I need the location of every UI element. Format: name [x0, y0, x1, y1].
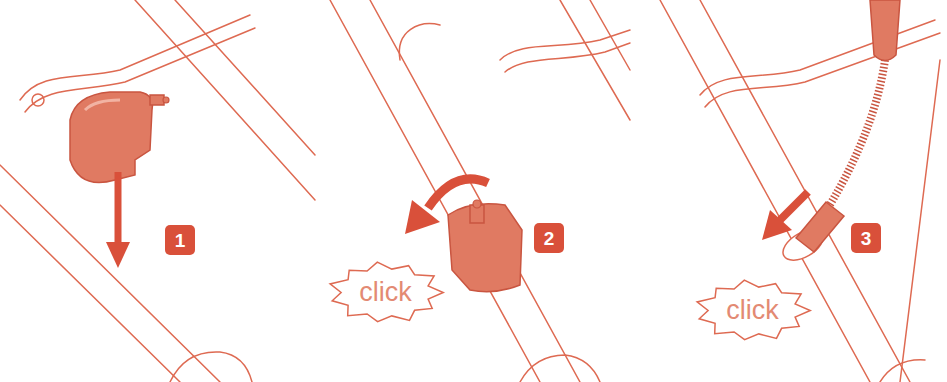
- seat-clip: [70, 92, 153, 183]
- callout-text: 3: [861, 229, 872, 248]
- cross-bar: [705, 33, 940, 107]
- frame-tube: [900, 60, 940, 382]
- clip-pin: [473, 200, 481, 208]
- burst-outline: [330, 262, 443, 322]
- cross-bar: [700, 20, 935, 95]
- callout-text: 1: [175, 231, 186, 250]
- cross-bar: [500, 30, 630, 60]
- down-arrow-head: [106, 242, 130, 268]
- down-arrow: [115, 172, 122, 245]
- burst-outline: [697, 280, 810, 340]
- insert-arrow: [780, 192, 808, 220]
- wheel: [170, 352, 252, 382]
- rotate-arrow-head: [405, 200, 440, 234]
- frame-tube: [590, 0, 630, 70]
- hinge: [32, 94, 44, 106]
- frame-tube: [135, 0, 315, 200]
- clip-pin: [150, 95, 164, 105]
- frame-tube: [560, 0, 630, 120]
- handle-grip: [870, 0, 900, 61]
- cable-plug: [796, 202, 844, 252]
- frame-tube: [0, 205, 180, 382]
- cross-bar: [20, 15, 250, 100]
- click-text: click: [359, 279, 412, 306]
- insert-arrow-head: [762, 210, 792, 240]
- callout-number: 2: [534, 223, 564, 253]
- rotate-arrow: [428, 179, 488, 208]
- seat-clip: [448, 204, 522, 292]
- callout-number: 1: [165, 225, 195, 255]
- click-burst: click: [330, 263, 441, 322]
- clip-highlight: [85, 100, 120, 110]
- frame-tube: [370, 0, 580, 382]
- frame-tube: [330, 0, 540, 382]
- click-text: click: [726, 297, 779, 324]
- callout-number: 3: [851, 223, 881, 253]
- frame-tube: [0, 165, 220, 382]
- wheel: [520, 355, 600, 382]
- coiled-cable: [828, 60, 885, 208]
- clip-pin: [163, 97, 169, 103]
- click-burst: click: [697, 281, 808, 340]
- wheel: [880, 360, 925, 382]
- cross-bar: [505, 43, 630, 72]
- cross-bar: [399, 24, 440, 60]
- frame-tube: [175, 0, 315, 155]
- callout-text: 2: [544, 229, 555, 248]
- frame-tube: [660, 0, 870, 382]
